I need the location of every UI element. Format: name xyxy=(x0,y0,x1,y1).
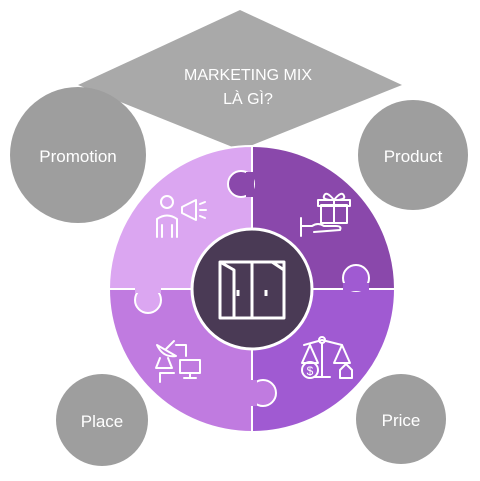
megaphone-person-icon xyxy=(156,195,207,238)
doors-icon xyxy=(218,260,286,320)
scale-dollar-house-icon xyxy=(301,336,353,379)
corner-promotion: Promotion xyxy=(10,87,146,223)
dollar-sign: $ xyxy=(307,364,314,378)
corner-promotion-label: Promotion xyxy=(39,147,116,166)
title-line-2: LÀ GÌ? xyxy=(223,89,273,108)
corner-place-label: Place xyxy=(81,412,124,431)
corner-product: Product xyxy=(358,100,468,210)
gift-hand-icon xyxy=(300,192,351,237)
title-diamond xyxy=(78,10,402,150)
corner-price: Price xyxy=(356,374,446,464)
title-line-1: MARKETING MIX xyxy=(184,67,312,84)
corner-place: Place xyxy=(56,374,148,466)
corner-price-label: Price xyxy=(382,411,421,430)
corner-product-label: Product xyxy=(384,147,443,166)
satellite-monitor-icon xyxy=(155,340,201,383)
